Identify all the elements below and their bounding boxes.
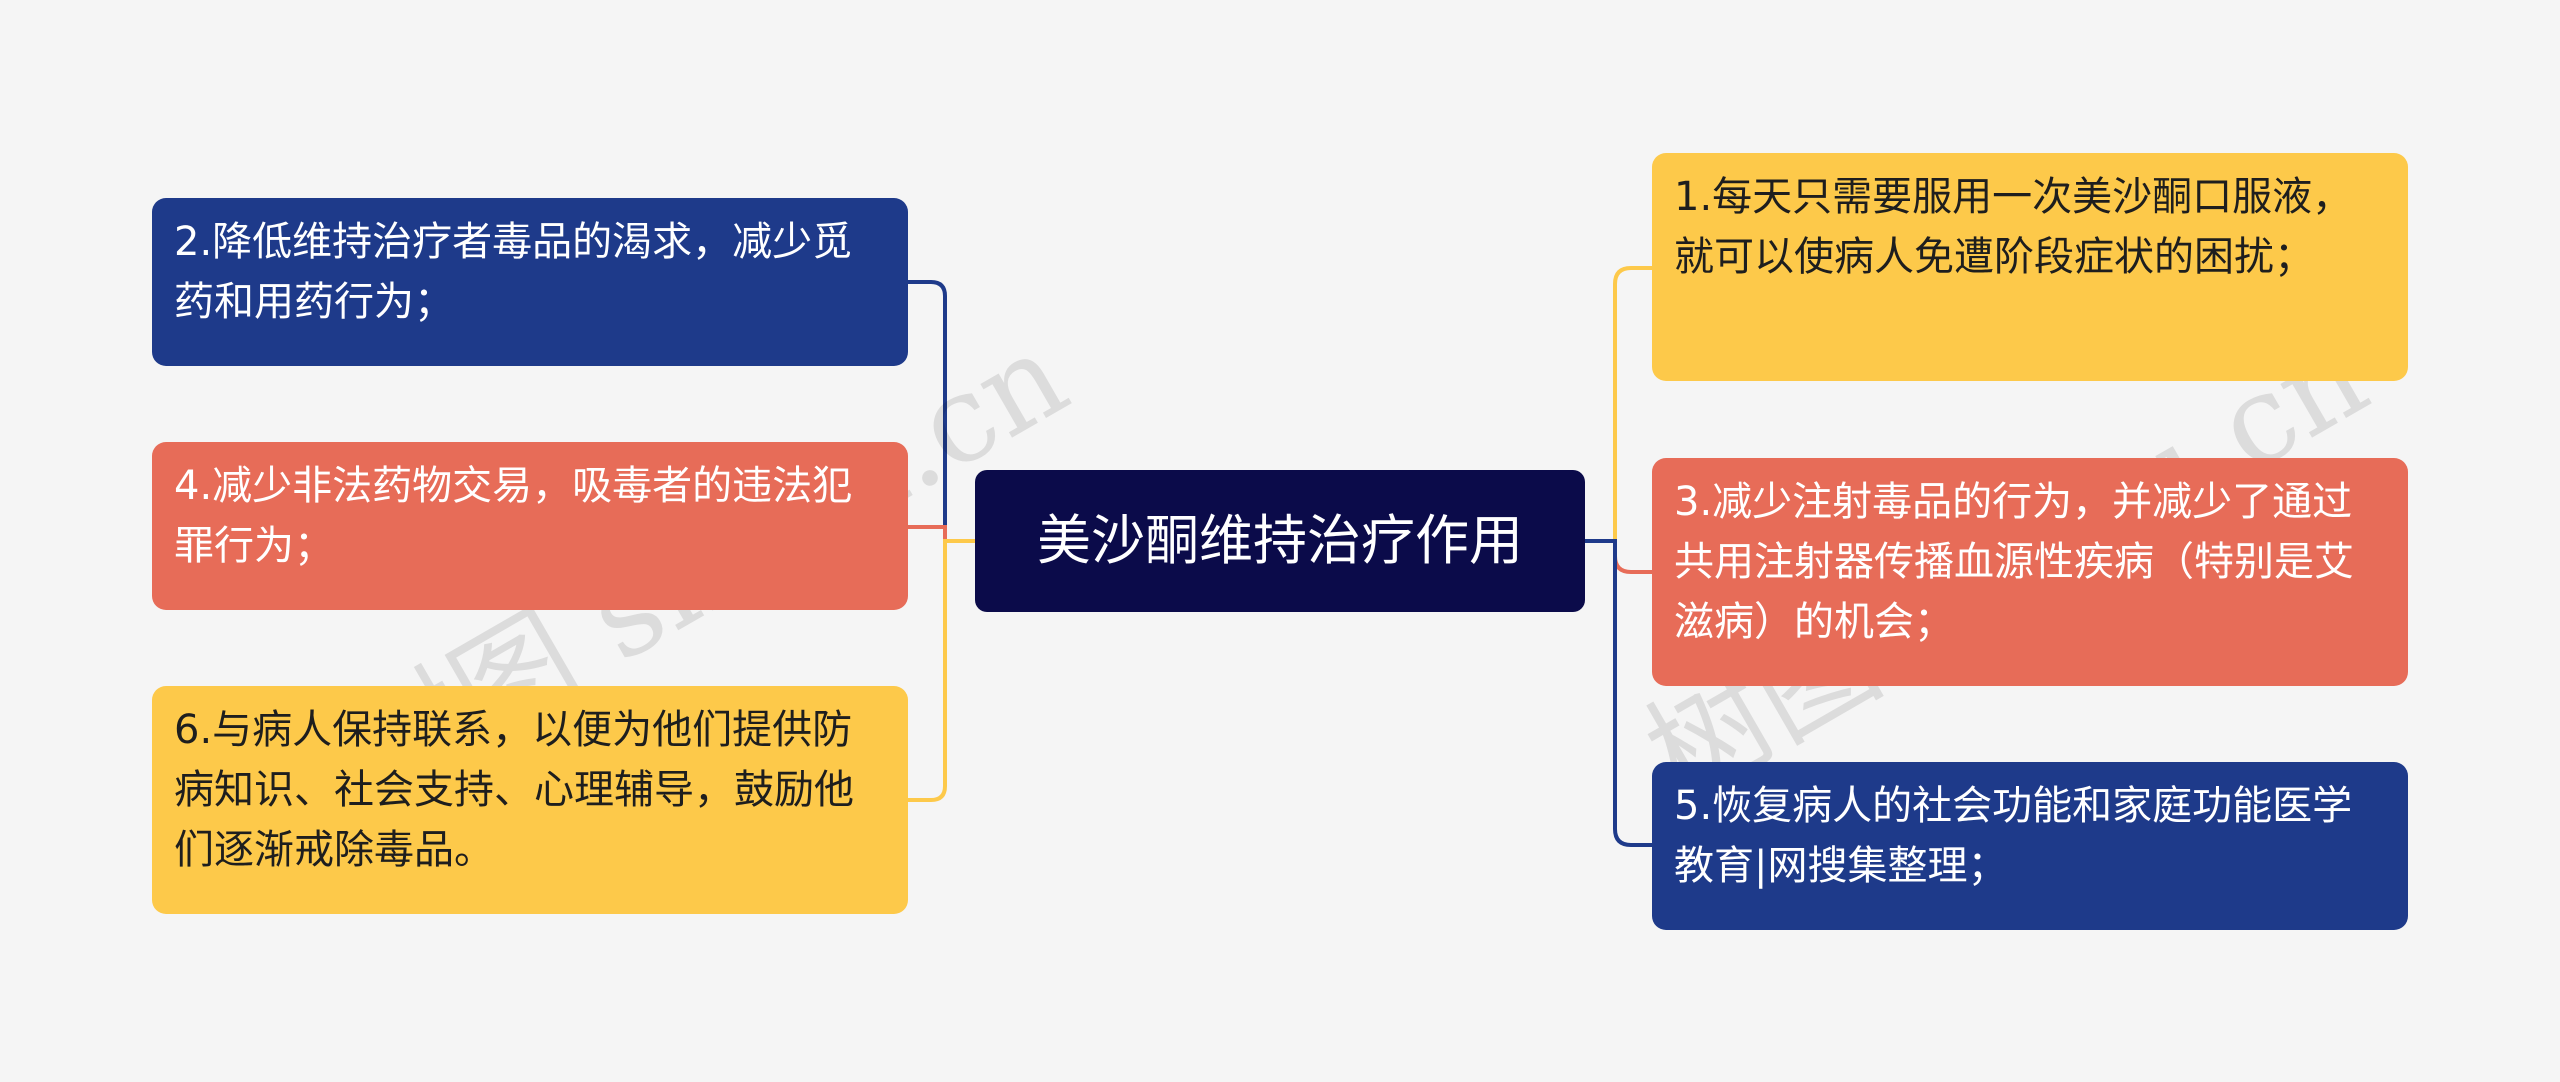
- connector-right-3: [1585, 539, 1652, 847]
- connector-left-2: [908, 525, 975, 543]
- connector-right-2: [1585, 539, 1652, 574]
- topic-node-2[interactable]: 2.降低维持治疗者毒品的渴求，减少觅药和用药行为；: [152, 198, 908, 366]
- central-topic[interactable]: 美沙酮维持治疗作用: [975, 470, 1585, 612]
- topic-node-6[interactable]: 6.与病人保持联系，以便为他们提供防病知识、社会支持、心理辅导，鼓励他们逐渐戒除…: [152, 686, 908, 914]
- connector-left-1: [908, 280, 975, 543]
- topic-node-1[interactable]: 1.每天只需要服用一次美沙酮口服液，就可以使病人免遭阶段症状的困扰；: [1652, 153, 2408, 381]
- topic-node-5[interactable]: 5.恢复病人的社会功能和家庭功能医学教育|网搜集整理；: [1652, 762, 2408, 930]
- topic-node-3[interactable]: 3.减少注射毒品的行为，并减少了通过共用注射器传播血源性疾病（特别是艾滋病）的机…: [1652, 458, 2408, 686]
- connector-right-1: [1585, 266, 1652, 543]
- connector-left-3: [908, 539, 975, 802]
- topic-node-4[interactable]: 4.减少非法药物交易，吸毒者的违法犯罪行为；: [152, 442, 908, 610]
